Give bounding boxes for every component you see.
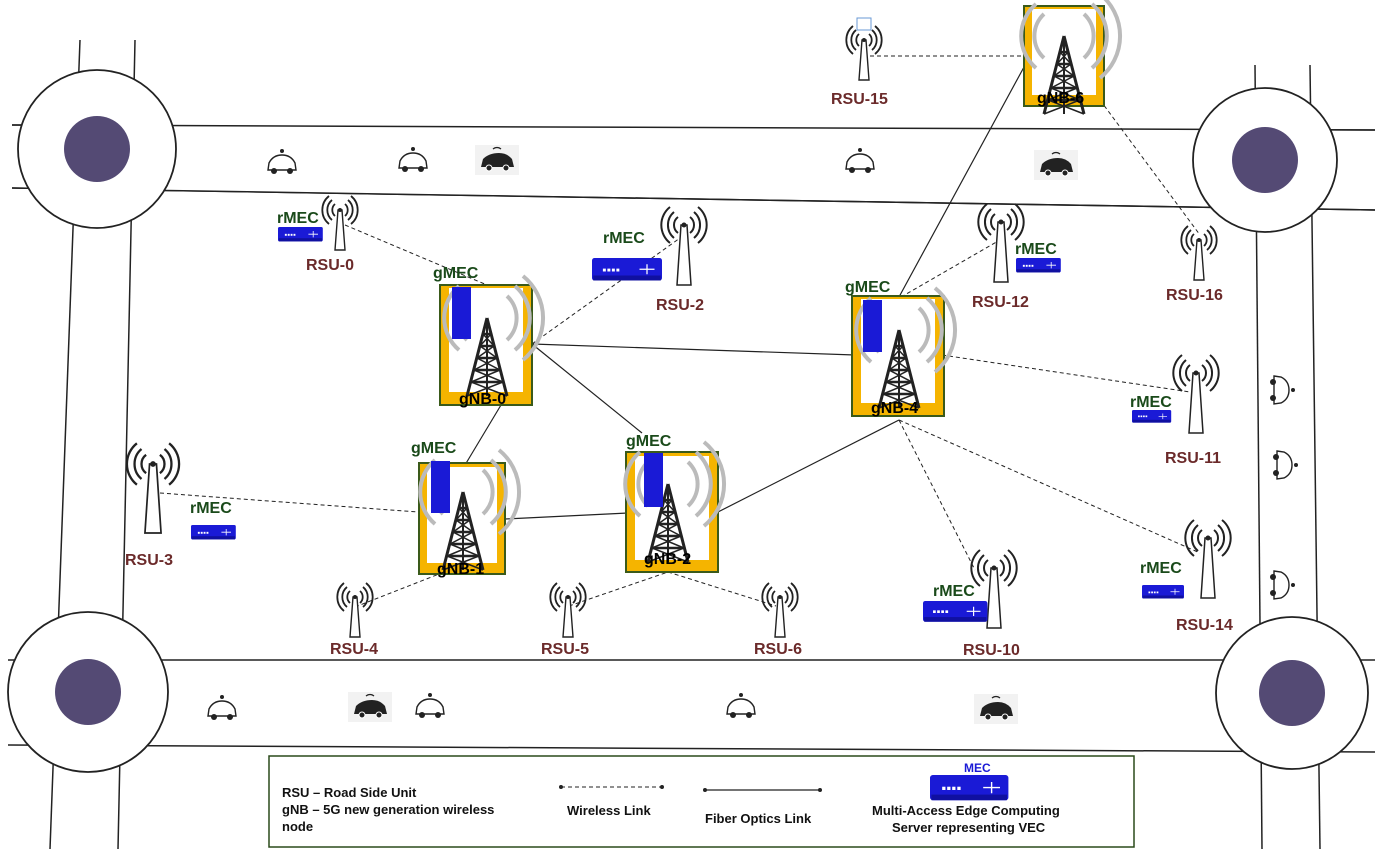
rsu-label: RSU-3 <box>125 552 173 569</box>
antenna-icon <box>336 582 374 638</box>
mec-server-icon <box>591 257 663 282</box>
rsu-11: RSU-11 rMEC <box>1130 354 1221 467</box>
rsu-14: RSU-14 rMEC <box>1140 519 1233 634</box>
rmec-label: rMEC <box>1015 241 1057 258</box>
rsu-label: RSU-4 <box>330 641 378 658</box>
gnb-2: gNB-2 gMEC <box>623 433 727 573</box>
gnb-label: gNB-0 <box>459 391 506 408</box>
rsu-label: RSU-15 <box>831 91 888 108</box>
rsu-label: RSU-0 <box>306 257 354 274</box>
gnb-1: gNB-1 gMEC <box>411 440 522 578</box>
rsu-4: RSU-4 <box>330 582 378 658</box>
mec-server-icon <box>929 774 1010 801</box>
rsu-15: RSU-15 <box>831 17 888 108</box>
gnb-label: gNB-4 <box>871 400 918 417</box>
antenna-icon <box>125 442 181 535</box>
gmec-label: gMEC <box>433 265 479 282</box>
road-network <box>7 39 1376 849</box>
gnb-6: gNB-6 <box>1019 0 1123 116</box>
mec-server-icon <box>922 600 988 623</box>
mec-server-icon <box>277 226 324 242</box>
wireless-links <box>159 55 1201 608</box>
rmec-label: rMEC <box>1130 394 1172 411</box>
gmec-server-icon <box>863 300 882 352</box>
legend-mec-tag: MEC <box>964 761 991 775</box>
roundabout-icon <box>17 69 177 229</box>
legend-rsu-def: RSU – Road Side Unit <box>282 785 417 800</box>
legend-wireless: Wireless Link <box>567 803 651 818</box>
mec-server-icon <box>1141 584 1185 599</box>
gnb-0: gNB-0 gMEC <box>433 265 546 408</box>
roundabout-icon <box>1215 616 1369 770</box>
roundabout-icon <box>7 611 169 773</box>
antenna-icon <box>845 25 883 81</box>
fiber-links <box>464 55 1031 520</box>
gnb-label: gNB-2 <box>644 551 691 568</box>
rsu-10: RSU-10 rMEC <box>922 549 1020 659</box>
legend-mec-def: Multi-Access Edge Computing <box>872 803 1060 818</box>
rmec-label: rMEC <box>1140 560 1182 577</box>
rsu-12: RSU-12 rMEC <box>972 203 1062 311</box>
legend-gnb-def-2: node <box>282 819 313 834</box>
gnb-label: gNB-6 <box>1037 90 1084 107</box>
roundabout-icon <box>1192 87 1338 233</box>
antenna-icon <box>660 206 708 286</box>
gnb-4: gNB-4 gMEC <box>845 279 958 417</box>
gmec-label: gMEC <box>626 433 672 450</box>
gmec-server-icon <box>431 461 450 513</box>
rsu-2: RSU-2 rMEC <box>591 206 708 314</box>
mec-server-icon <box>1015 257 1062 273</box>
gnb-label: gNB-1 <box>437 561 484 578</box>
rsu-3: RSU-3 rMEC <box>125 442 237 569</box>
rsu-label: RSU-2 <box>656 297 704 314</box>
rsu-label: RSU-10 <box>963 642 1020 659</box>
antenna-icon <box>1180 225 1218 281</box>
legend-fiber: Fiber Optics Link <box>705 811 812 826</box>
gmec-label: gMEC <box>845 279 891 296</box>
rsu-label: RSU-14 <box>1176 617 1233 634</box>
legend-mec-def-2: Server representing VEC <box>892 820 1046 835</box>
antenna-icon <box>1172 354 1220 434</box>
legend-gnb-def: gNB – 5G new generation wireless <box>282 802 494 817</box>
rsu-label: RSU-6 <box>754 641 802 658</box>
antenna-icon <box>1184 519 1232 599</box>
mec-server-icon <box>1131 409 1172 423</box>
rsu-6: RSU-6 <box>754 582 802 658</box>
legend: RSU – Road Side Unit gNB – 5G new genera… <box>268 755 1135 848</box>
rmec-label: rMEC <box>933 583 975 600</box>
rsu-label: RSU-5 <box>541 641 589 658</box>
antenna-icon <box>321 195 359 251</box>
antenna-icon <box>549 582 587 638</box>
rsu-label: RSU-11 <box>1165 450 1221 467</box>
gmec-label: gMEC <box>411 440 457 457</box>
rsu-16: RSU-16 <box>1166 225 1223 304</box>
car-icon <box>207 144 1299 725</box>
rsu-0: RSU-0 rMEC <box>277 195 359 274</box>
rmec-label: rMEC <box>603 230 645 247</box>
rmec-label: rMEC <box>190 500 232 517</box>
rsu-label: RSU-12 <box>972 294 1029 311</box>
antenna-icon <box>761 582 799 638</box>
rsu-5: RSU-5 <box>541 582 589 658</box>
rmec-label: rMEC <box>277 210 319 227</box>
mec-server-icon <box>190 524 237 540</box>
gmec-server-icon <box>452 287 471 339</box>
gmec-server-icon <box>644 453 663 507</box>
rsu-label: RSU-16 <box>1166 287 1223 304</box>
